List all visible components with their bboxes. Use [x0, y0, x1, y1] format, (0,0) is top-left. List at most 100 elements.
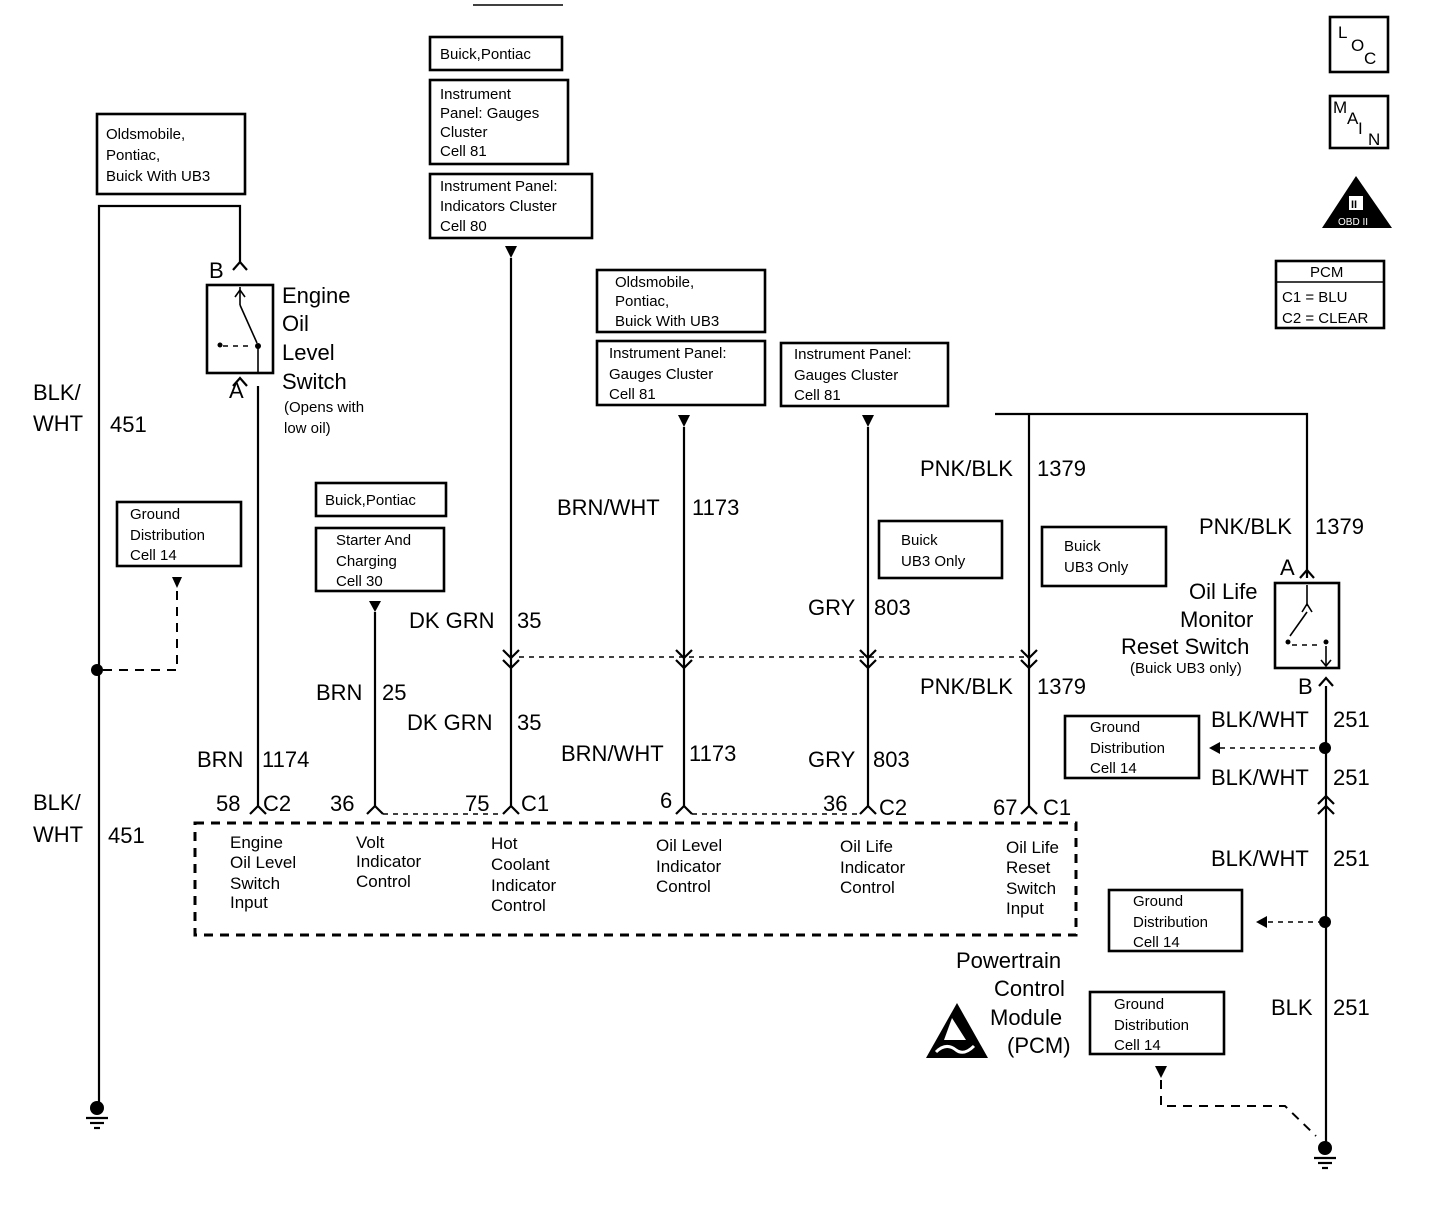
- svg-text:(Buick UB3 only): (Buick UB3 only): [1130, 660, 1242, 677]
- svg-text:Control: Control: [356, 872, 411, 891]
- svg-text:Control: Control: [994, 976, 1065, 1001]
- label-dkgrn-35b: DK GRN: [407, 710, 493, 735]
- label-251d: 251: [1333, 995, 1370, 1020]
- svg-text:Level: Level: [282, 340, 335, 365]
- arrow-ip-81-right: [862, 415, 874, 427]
- svg-text:(Opens with: (Opens with: [284, 399, 364, 416]
- pin-58: 58: [216, 791, 240, 816]
- svg-text:Buick With UB3: Buick With UB3: [106, 168, 210, 185]
- label-251c: 251: [1333, 846, 1370, 871]
- splice-251b: [1319, 916, 1331, 928]
- box-ground-pcm: Ground Distribution Cell 14: [1088, 990, 1226, 1056]
- box-buick-ub3-a: Buick UB3 Only: [877, 519, 1004, 580]
- box-ground-251b: Ground Distribution Cell 14: [1107, 888, 1244, 953]
- pcm-input-6: Oil Life Reset Switch Input: [1006, 838, 1059, 918]
- pin-6: 6: [660, 788, 672, 813]
- label-blk-251: BLK: [1271, 995, 1313, 1020]
- pin-c2a: C2: [263, 791, 291, 816]
- label-35a: 35: [517, 608, 541, 633]
- svg-text:C1 = BLU: C1 = BLU: [1282, 289, 1347, 306]
- oil-level-switch: B A Engine Oil Level Switch (Opens with …: [205, 258, 364, 437]
- svg-text:Oldsmobile,: Oldsmobile,: [615, 274, 694, 291]
- svg-text:C: C: [1364, 49, 1376, 68]
- svg-text:Control: Control: [656, 877, 711, 896]
- label-251a: 251: [1333, 707, 1370, 732]
- svg-text:Distribution: Distribution: [1133, 914, 1208, 931]
- svg-text:Gauges Cluster: Gauges Cluster: [794, 367, 898, 384]
- svg-text:Ground: Ground: [1133, 893, 1183, 910]
- pin-67: 67: [993, 795, 1017, 820]
- esd-warning-icon: [926, 1003, 988, 1058]
- svg-text:N: N: [1368, 130, 1380, 149]
- splice-251a: [1319, 742, 1331, 754]
- svg-text:Reset: Reset: [1006, 858, 1051, 877]
- pin-36a: 36: [330, 791, 354, 816]
- label-1173a: 1173: [692, 495, 739, 520]
- svg-text:Monitor: Monitor: [1180, 607, 1253, 632]
- label-blk-wht-451b: WHT: [33, 822, 83, 847]
- arrow-ground-451: [172, 577, 182, 588]
- label-brn-1174: BRN: [197, 747, 243, 772]
- svg-text:Indicators Cluster: Indicators Cluster: [440, 198, 557, 215]
- arrow-ip-81-mid: [678, 415, 690, 427]
- svg-text:Ground: Ground: [1090, 719, 1140, 736]
- label-brn-25: BRN: [316, 680, 362, 705]
- label-pnkblk-1379a: PNK/BLK: [920, 456, 1013, 481]
- label-451a: 451: [110, 412, 147, 437]
- svg-text:Distribution: Distribution: [130, 527, 205, 544]
- svg-text:Engine: Engine: [282, 283, 351, 308]
- svg-text:Ground: Ground: [130, 506, 180, 523]
- wire-451: [97, 204, 242, 1108]
- svg-text:Coolant: Coolant: [491, 855, 550, 874]
- svg-text:Control: Control: [840, 878, 895, 897]
- svg-text:Buick With UB3: Buick With UB3: [615, 313, 719, 330]
- box-olds-mid: Oldsmobile, Pontiac, Buick With UB3: [595, 268, 767, 334]
- label-1379a: 1379: [1037, 456, 1086, 481]
- svg-text:Switch: Switch: [282, 369, 347, 394]
- pin-c1a: C1: [521, 791, 549, 816]
- svg-text:Pontiac,: Pontiac,: [615, 293, 669, 310]
- pcm-input-2: Volt Indicator Control: [356, 833, 422, 891]
- label-1174: 1174: [262, 747, 309, 772]
- dash-ground-451: [103, 588, 178, 671]
- pcm-input-5: Oil Life Indicator Control: [840, 837, 906, 897]
- label-gry-803b: GRY: [808, 747, 856, 772]
- box-ip-gauges-81-top: Instrument Panel: Gauges Cluster Cell 81: [428, 78, 570, 166]
- svg-text:Distribution: Distribution: [1114, 1017, 1189, 1034]
- svg-text:Cluster: Cluster: [440, 124, 488, 141]
- svg-text:Buick: Buick: [901, 532, 938, 549]
- box-ground-251a: Ground Distribution Cell 14: [1063, 714, 1201, 780]
- box-olds-left: Oldsmobile, Pontiac, Buick With UB3: [95, 112, 247, 196]
- svg-text:A: A: [1347, 109, 1359, 128]
- svg-text:Instrument Panel:: Instrument Panel:: [609, 345, 727, 362]
- box-starter-30: Starter And Charging Cell 30: [314, 526, 446, 593]
- svg-text:M: M: [1333, 98, 1347, 117]
- label-1173b: 1173: [689, 741, 736, 766]
- svg-text:Volt: Volt: [356, 833, 385, 852]
- svg-text:UB3 Only: UB3 Only: [1064, 559, 1129, 576]
- svg-text:Cell 14: Cell 14: [130, 547, 177, 564]
- svg-text:A: A: [229, 378, 244, 403]
- pcm-pin-chevrons: [249, 804, 1038, 815]
- svg-text:Engine: Engine: [230, 833, 283, 852]
- svg-text:Distribution: Distribution: [1090, 740, 1165, 757]
- svg-text:Cell 14: Cell 14: [1114, 1037, 1161, 1054]
- svg-text:Indicator: Indicator: [356, 852, 422, 871]
- main-icon: M A I N: [1328, 94, 1390, 150]
- label-blkwht-251b: BLK/WHT: [1211, 765, 1309, 790]
- obd-ii-icon: II OBD II: [1322, 176, 1392, 228]
- svg-text:Buick,Pontiac: Buick,Pontiac: [325, 492, 416, 509]
- svg-text:Instrument Panel:: Instrument Panel:: [440, 178, 558, 195]
- label-pnkblk-1379b: PNK/BLK: [920, 674, 1013, 699]
- svg-text:Cell 14: Cell 14: [1133, 934, 1180, 951]
- svg-text:Ground: Ground: [1114, 996, 1164, 1013]
- svg-text:C2 = CLEAR: C2 = CLEAR: [1282, 310, 1368, 327]
- svg-text:Input: Input: [1006, 899, 1044, 918]
- svg-text:Panel: Gauges: Panel: Gauges: [440, 105, 539, 122]
- ground-symbol-left: [86, 1101, 108, 1130]
- svg-text:Indicator: Indicator: [656, 857, 722, 876]
- svg-text:Gauges Cluster: Gauges Cluster: [609, 366, 713, 383]
- label-blkwht-251c: BLK/WHT: [1211, 846, 1309, 871]
- label-803a: 803: [874, 595, 911, 620]
